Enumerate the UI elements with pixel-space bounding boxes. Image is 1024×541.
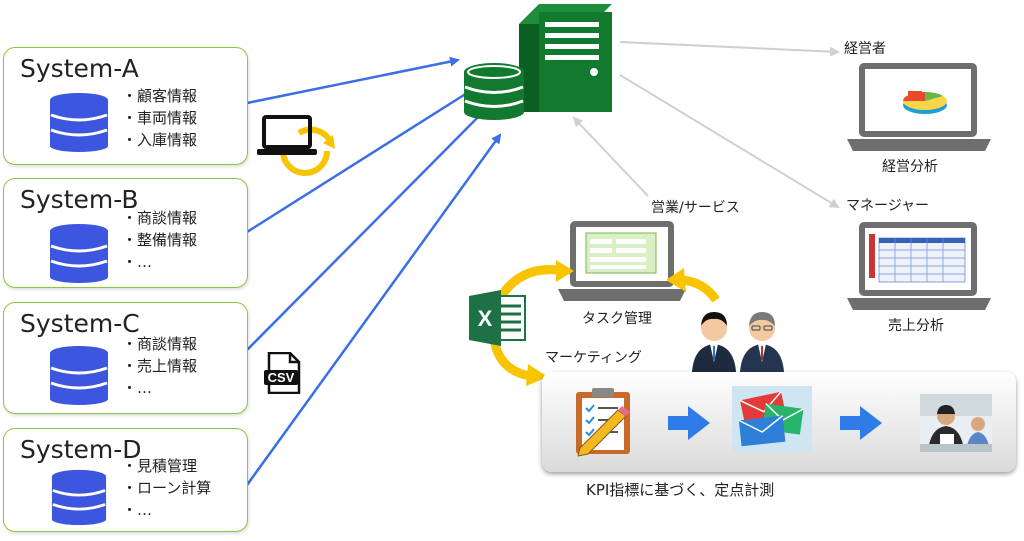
laptop-sync-icon <box>257 115 335 176</box>
system-title: System-C <box>20 309 140 338</box>
server-icon <box>464 4 612 120</box>
sales-analysis-label: 売上分析 <box>888 318 944 334</box>
system-item: ・入庫情報 <box>122 131 198 149</box>
system-item: ・… <box>122 501 153 519</box>
spreadsheet-icon <box>869 234 966 283</box>
csv-file-icon: CSV <box>264 352 301 394</box>
system-item: ・顧客情報 <box>122 87 198 105</box>
manager-label: マネージャー <box>846 198 930 214</box>
arrow-server-to-manager <box>619 74 840 209</box>
system-a-box: System-A ・顧客情報 ・車両情報 ・入庫情報 <box>3 47 248 165</box>
executive-analysis-label: 経営分析 <box>882 159 938 175</box>
system-title: System-A <box>20 54 139 83</box>
system-item: ・ローン計算 <box>122 479 212 497</box>
envelopes-icon <box>732 386 812 452</box>
database-icon <box>50 346 108 405</box>
arrow-server-to-executive <box>619 41 840 57</box>
sales-service-label: 営業/サービス <box>651 200 740 216</box>
system-title: System-B <box>20 185 139 214</box>
flow-arrow-icon <box>840 406 882 440</box>
flow-arrow-icon <box>668 406 710 440</box>
svg-text:X: X <box>478 306 493 331</box>
system-d-box: System-D ・見積管理 ・ローン計算 ・… <box>3 428 248 532</box>
system-item: ・売上情報 <box>122 357 198 375</box>
arrow-system-d-to-server <box>245 133 502 486</box>
laptop-icon <box>847 63 991 151</box>
laptop-icon <box>847 222 991 310</box>
arrow-system-c-to-server <box>246 108 487 351</box>
meeting-photo-icon <box>920 394 992 452</box>
arrow-sales-to-server <box>572 116 649 197</box>
csv-badge-text: CSV <box>268 370 295 385</box>
system-c-box: System-C ・商談情報 ・売上情報 ・… <box>3 302 248 414</box>
arrow-system-b-to-server <box>246 86 477 234</box>
system-item: ・… <box>122 379 153 397</box>
system-b-box: System-B ・商談情報 ・整備情報 ・… <box>3 178 248 288</box>
pie-chart-icon <box>903 91 947 114</box>
database-icon <box>50 224 108 283</box>
business-people-icon <box>692 312 784 372</box>
marketing-label: マーケティング <box>545 350 642 366</box>
executive-label: 経営者 <box>844 41 886 57</box>
system-item: ・… <box>122 253 153 271</box>
system-item: ・見積管理 <box>122 457 198 475</box>
laptop-icon <box>558 221 686 301</box>
system-item: ・整備情報 <box>122 231 198 249</box>
database-icon <box>51 469 107 525</box>
kpi-caption: KPI指標に基づく、定点計測 <box>586 481 775 499</box>
marketing-workflow-panel <box>542 372 1016 472</box>
database-icon <box>50 93 108 152</box>
system-item: ・商談情報 <box>122 209 198 227</box>
task-management-label: タスク管理 <box>582 311 652 327</box>
excel-icon: X <box>469 290 526 346</box>
arrow-system-a-to-server <box>246 56 460 105</box>
system-item: ・商談情報 <box>122 335 198 353</box>
system-title: System-D <box>20 435 142 464</box>
system-item: ・車両情報 <box>122 109 198 127</box>
clipboard-checklist-icon <box>576 388 630 457</box>
